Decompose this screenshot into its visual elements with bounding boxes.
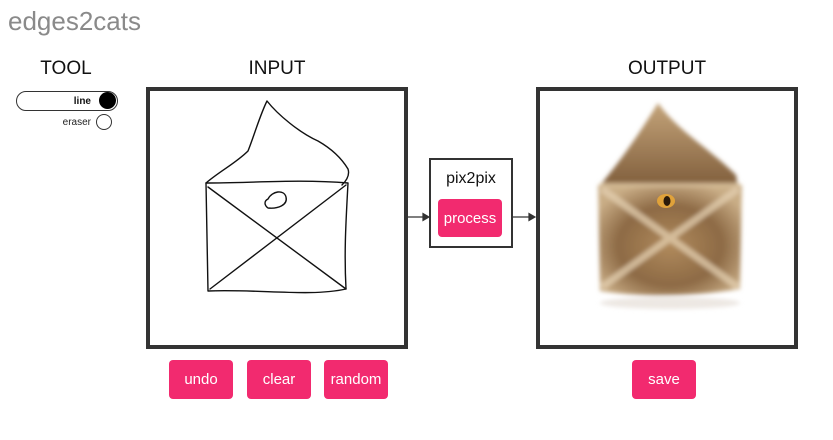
generated-cat-image bbox=[598, 103, 742, 309]
tool-eraser-option[interactable]: eraser bbox=[16, 114, 118, 132]
radio-selected-icon[interactable] bbox=[99, 92, 116, 109]
clear-button[interactable]: clear bbox=[247, 360, 311, 399]
sketch-body bbox=[205, 180, 349, 294]
sketch-diagonal-2 bbox=[209, 184, 347, 290]
tool-line-option[interactable]: line bbox=[16, 91, 118, 111]
app-title: edges2cats bbox=[8, 6, 141, 36]
random-button[interactable]: random bbox=[324, 360, 388, 399]
undo-button[interactable]: undo bbox=[169, 360, 233, 399]
sketch-roof bbox=[205, 100, 350, 186]
output-image bbox=[536, 87, 798, 349]
sketch-drawing bbox=[205, 100, 350, 294]
input-drawing-canvas[interactable] bbox=[146, 87, 408, 349]
sketch-eye bbox=[264, 191, 287, 209]
model-name: pix2pix bbox=[446, 170, 496, 187]
arrow-head-2 bbox=[528, 212, 537, 222]
arrow-head-1 bbox=[422, 212, 431, 222]
input-heading: INPUT bbox=[248, 58, 306, 79]
tool-eraser-label: eraser bbox=[62, 117, 91, 128]
save-button[interactable]: save bbox=[632, 360, 696, 399]
process-button[interactable]: process bbox=[438, 199, 502, 237]
output-heading: OUTPUT bbox=[627, 58, 707, 79]
radio-unselected-icon[interactable] bbox=[96, 114, 112, 130]
tool-line-label: line bbox=[73, 96, 91, 107]
tool-heading: TOOL bbox=[40, 58, 92, 79]
